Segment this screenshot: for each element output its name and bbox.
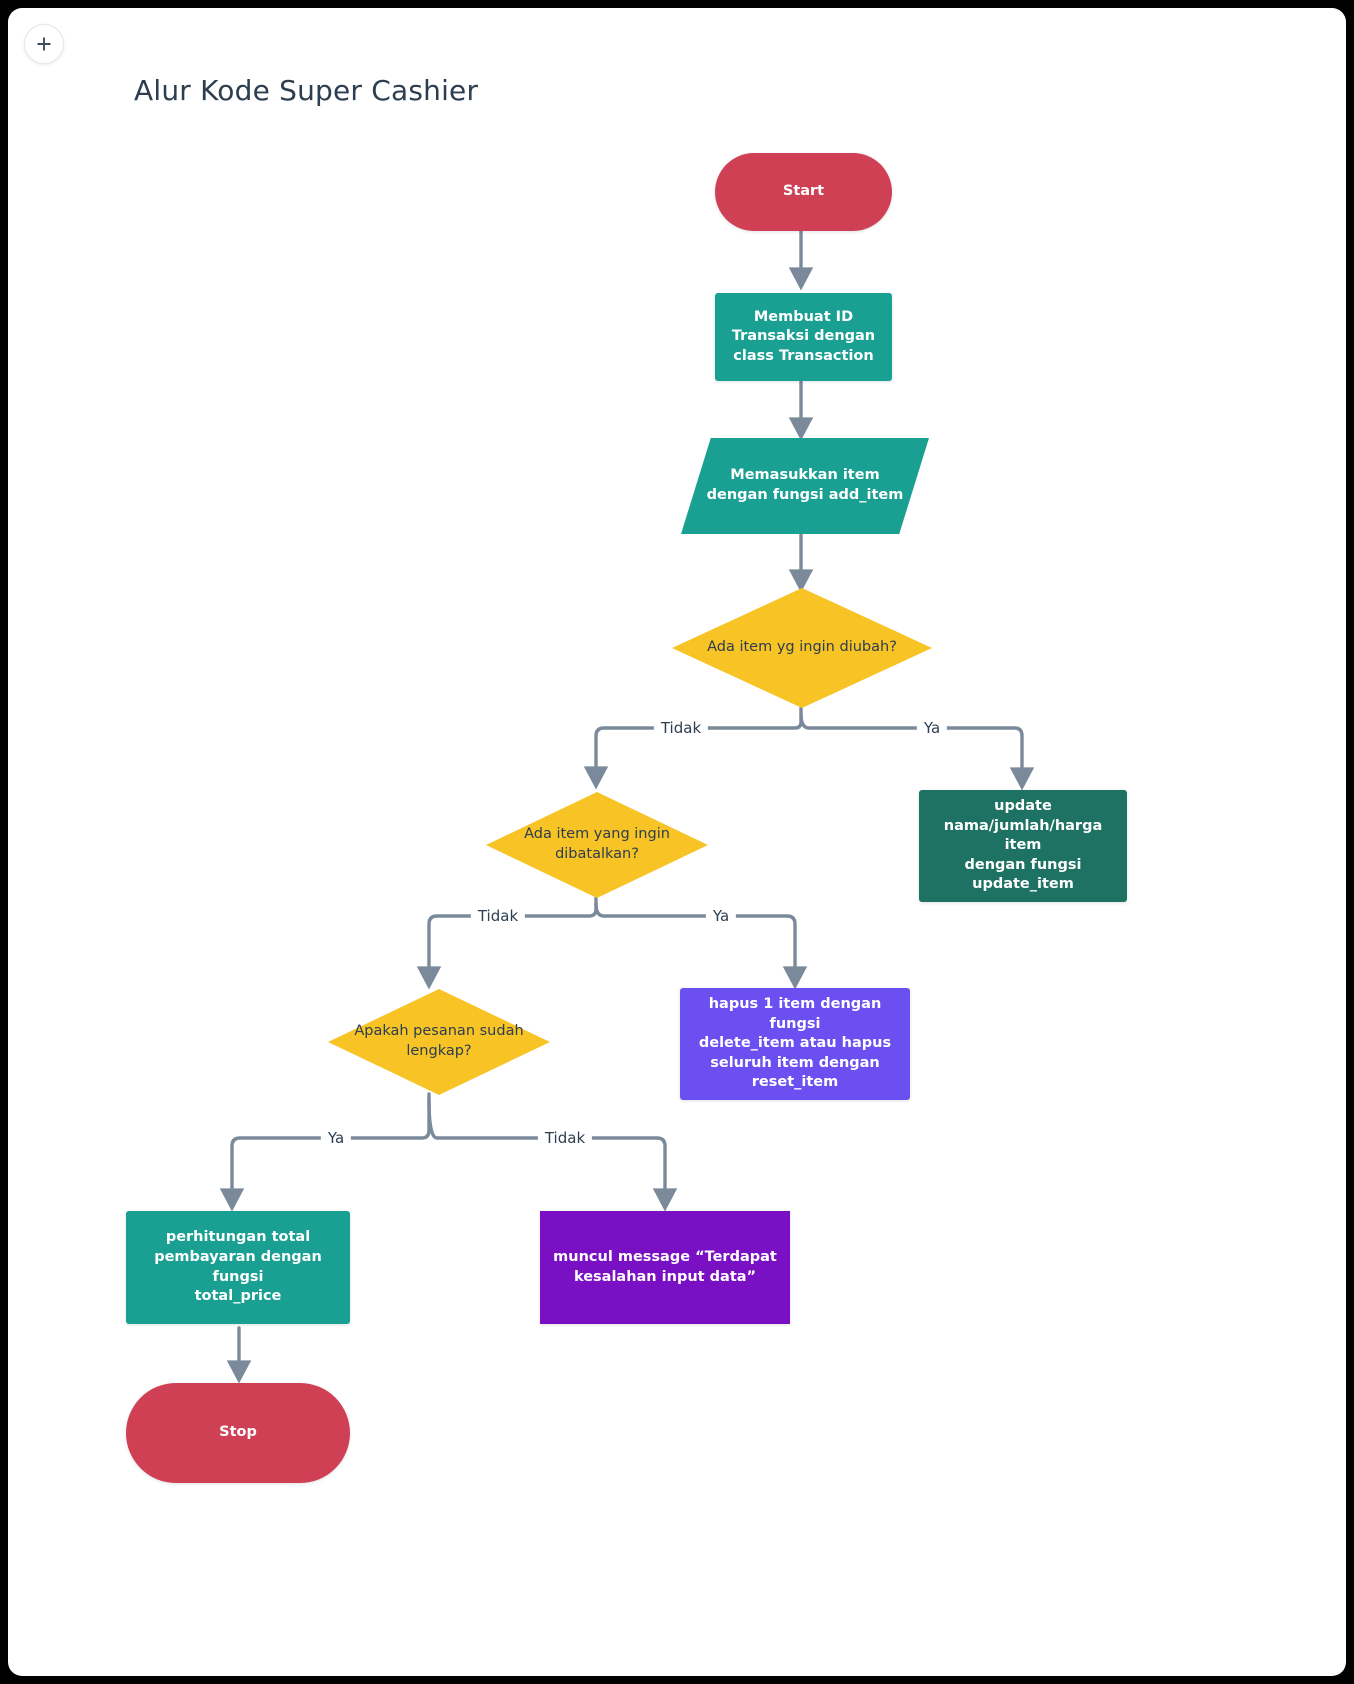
node-decision-ubah-label: Ada item yg ingin diubah? <box>707 639 897 656</box>
plus-icon <box>35 35 53 53</box>
edge-label-lengkap-tidak: Tidak <box>537 1128 593 1148</box>
add-button[interactable] <box>24 24 64 64</box>
node-total-price[interactable]: perhitungan total pembayaran dengan fung… <box>126 1211 350 1324</box>
node-decision-lengkap[interactable]: Apakah pesanan sudah lengkap? <box>328 989 550 1095</box>
node-stop[interactable]: Stop <box>126 1383 350 1483</box>
node-create-transaction-id[interactable]: Membuat ID Transaksi dengan class Transa… <box>715 293 892 381</box>
node-decision-batal-label: Ada item yang ingin dibatalkan? <box>524 826 670 862</box>
edge-label-batal-ya: Ya <box>705 906 737 926</box>
page-title: Alur Kode Super Cashier <box>134 74 479 107</box>
node-decision-batal[interactable]: Ada item yang ingin dibatalkan? <box>486 792 708 898</box>
node-stop-label: Stop <box>219 1424 257 1441</box>
edge-label-ubah-ya: Ya <box>916 718 948 738</box>
node-create-transaction-id-label: Membuat ID Transaksi dengan class Transa… <box>731 308 876 364</box>
node-delete-item[interactable]: hapus 1 item dengan fungsi delete_item a… <box>680 988 910 1100</box>
flowchart: Start Membuat ID Transaksi dengan class … <box>8 8 1346 1676</box>
node-error-message-label: muncul message “Terdapat kesalahan input… <box>553 1248 777 1285</box>
node-add-item-label: Memasukkan item dengan fungsi add_item <box>706 467 904 503</box>
edge-label-lengkap-ya: Ya <box>320 1128 352 1148</box>
node-decision-ubah[interactable]: Ada item yg ingin diubah? <box>672 588 932 708</box>
node-update-item-label: update nama/jumlah/harga item dengan fun… <box>943 798 1103 893</box>
node-error-message[interactable]: muncul message “Terdapat kesalahan input… <box>540 1211 790 1324</box>
node-start-label: Start <box>782 183 825 200</box>
node-update-item[interactable]: update nama/jumlah/harga item dengan fun… <box>919 790 1127 902</box>
node-decision-lengkap-label: Apakah pesanan sudah lengkap? <box>354 1023 524 1059</box>
node-delete-item-label: hapus 1 item dengan fungsi delete_item a… <box>698 996 892 1091</box>
diagram-canvas[interactable]: Alur Kode Super Cashier <box>8 8 1346 1676</box>
node-total-price-label: perhitungan total pembayaran dengan fung… <box>154 1229 322 1305</box>
edge-label-ubah-tidak: Tidak <box>653 718 709 738</box>
node-add-item[interactable]: Memasukkan item dengan fungsi add_item <box>681 438 929 534</box>
node-start[interactable]: Start <box>715 153 892 231</box>
edge-label-batal-tidak: Tidak <box>470 906 526 926</box>
